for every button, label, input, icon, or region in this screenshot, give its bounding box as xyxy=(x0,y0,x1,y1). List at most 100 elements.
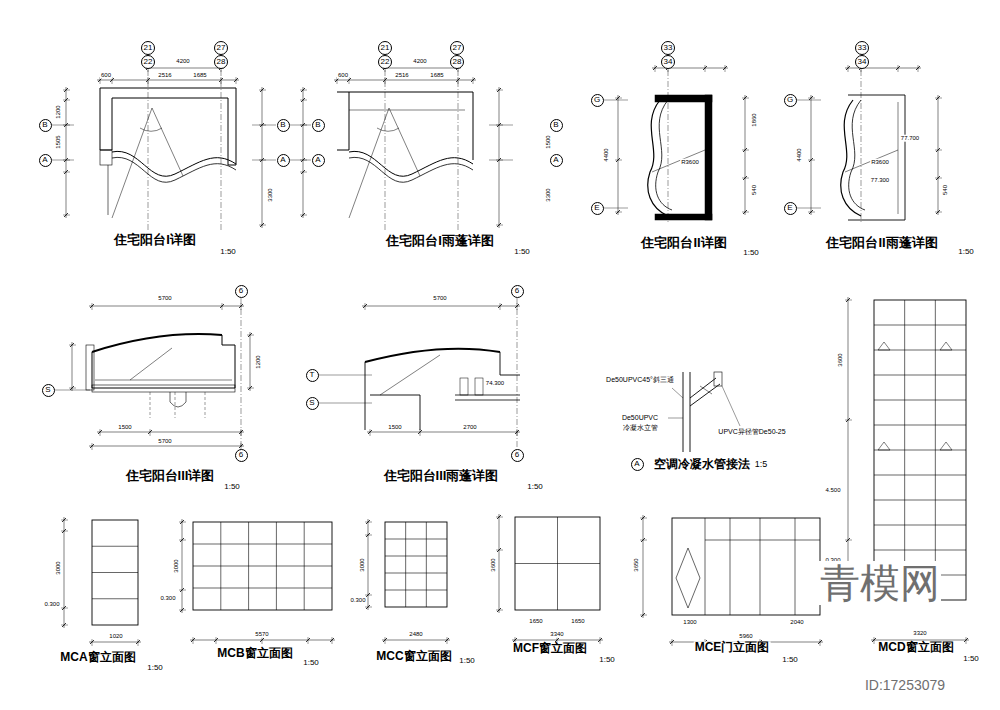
drawing-line xyxy=(52,390,90,391)
scale-text: 1:50 xyxy=(526,483,544,492)
scale-text: 1:50 xyxy=(962,655,980,664)
drawing-line xyxy=(61,625,68,626)
axis-label: 22 xyxy=(381,58,390,66)
drawing-line xyxy=(349,108,389,218)
dimension-text: 3600 xyxy=(490,557,497,572)
drawing-rect xyxy=(100,150,112,165)
drawing-line xyxy=(89,446,244,447)
drawing-line xyxy=(370,429,371,436)
drawing-line xyxy=(92,546,138,547)
dimension-text: 2516 xyxy=(157,72,172,79)
drawing-line xyxy=(385,637,386,644)
drawing-line xyxy=(811,95,812,215)
drawing-line xyxy=(655,65,656,72)
drawing-line xyxy=(935,98,942,99)
drawing-line xyxy=(193,588,332,589)
drawing-line xyxy=(69,345,76,346)
dimension-text: 74.300 xyxy=(485,380,505,387)
drawing-path xyxy=(365,362,420,430)
drawing-path xyxy=(656,100,672,210)
drawing-line xyxy=(236,77,237,84)
watermark-id: ID:17253079 xyxy=(864,678,946,693)
drawing-line xyxy=(247,388,254,389)
drawing-line xyxy=(130,348,172,380)
drawing-line xyxy=(221,77,222,84)
drawing-line xyxy=(496,517,503,518)
drawing-line xyxy=(332,637,333,644)
axis-label: 27 xyxy=(217,44,226,52)
axis-label: 33 xyxy=(858,44,867,52)
drawing-line xyxy=(150,392,151,418)
drawing-line xyxy=(935,178,942,179)
drawing-line xyxy=(898,65,899,72)
dimension-text: 1200 xyxy=(255,354,262,369)
drawing-line xyxy=(742,178,749,179)
drawing-line xyxy=(193,566,332,567)
drawing-line xyxy=(426,522,427,607)
drawing-line xyxy=(92,443,93,450)
dimension-text: 3320 xyxy=(912,630,927,637)
drawing-path xyxy=(841,100,861,216)
drawing-line xyxy=(938,95,939,215)
drawing-path xyxy=(377,128,399,131)
drawing-line xyxy=(385,70,386,232)
dimension-text: 0.300 xyxy=(349,597,366,604)
drawing-line xyxy=(496,610,503,611)
drawing-line xyxy=(745,95,746,215)
drawing-path xyxy=(112,157,236,182)
drawing-line xyxy=(69,388,76,389)
drawing-line xyxy=(193,544,332,545)
drawing-line xyxy=(148,77,149,84)
drawing-line xyxy=(874,475,966,476)
axis-label: 6 xyxy=(239,451,243,459)
drawing-line xyxy=(640,615,647,616)
scale-text: 1:50 xyxy=(742,249,760,258)
drawing-line xyxy=(405,522,406,607)
dimension-text: 77.300 xyxy=(870,177,890,184)
drawing-line xyxy=(458,77,459,84)
drawing-line xyxy=(300,172,307,173)
drawing-line xyxy=(874,400,966,401)
axis-label: 33 xyxy=(664,44,673,52)
axis-bubble: 6 xyxy=(511,285,524,298)
axis-label: B xyxy=(315,121,320,129)
drawing-line xyxy=(66,87,67,218)
drawing-line xyxy=(935,150,942,151)
axis-bubble: G xyxy=(591,94,604,107)
drawing-title: MCF窗立面图 xyxy=(512,642,588,655)
drawing-line xyxy=(92,598,138,599)
drawing-path xyxy=(170,392,186,407)
scale-text: 1:50 xyxy=(598,656,616,665)
drawing-line xyxy=(455,400,520,401)
axis-label: 6 xyxy=(515,451,519,459)
drawing-line xyxy=(603,208,628,209)
dimension-text: 3650 xyxy=(633,557,640,572)
drawing-line xyxy=(182,519,183,613)
drawing-line xyxy=(92,303,93,310)
axis-bubble: 34 xyxy=(855,55,869,69)
axis-bubble: A xyxy=(550,154,563,167)
drawing-line xyxy=(385,77,386,84)
axis-bubble: 27 xyxy=(450,41,464,55)
drawing-line xyxy=(262,87,263,228)
drawing-rect xyxy=(92,520,138,625)
drawing-line xyxy=(874,500,966,501)
drawing-line xyxy=(845,300,852,301)
dimension-text: R3600 xyxy=(680,159,700,166)
drawing-line xyxy=(700,386,712,394)
drawing-line xyxy=(179,522,186,523)
drawing-line xyxy=(259,125,266,126)
dimension-text: 3340 xyxy=(549,631,564,638)
drawing-line xyxy=(52,160,74,161)
axis-label: B xyxy=(280,121,285,129)
axis-bubble: S xyxy=(306,397,319,410)
dimension-text: 540 xyxy=(942,184,949,196)
drawing-line xyxy=(643,515,644,618)
drawing-line xyxy=(898,102,899,214)
axis-label: 27 xyxy=(453,44,462,52)
drawing-line xyxy=(725,65,726,72)
drawing-line xyxy=(489,125,513,126)
axis-bubble: A xyxy=(277,154,290,167)
dimension-text: 5700 xyxy=(157,438,172,445)
drawing-line xyxy=(871,640,969,641)
